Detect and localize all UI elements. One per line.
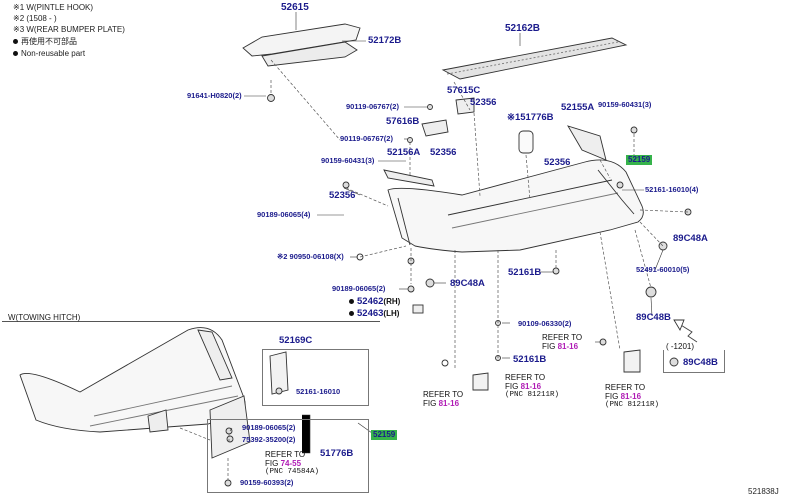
- date-range-label: ( ‐1201): [666, 342, 695, 351]
- legend-note-3: ※3 W(REAR BUMPER PLATE): [13, 25, 125, 34]
- part-52356-c[interactable]: 52356: [329, 190, 356, 201]
- part-52159-highlighted-bottom[interactable]: 52159: [371, 430, 398, 440]
- refer-to-label-1: REFER TO: [542, 333, 583, 342]
- fig-ref-3[interactable]: FIG 81-16: [423, 399, 460, 408]
- part-90950-06108[interactable]: ※2 90950-06108(X): [277, 252, 344, 261]
- legend-note-1: ※1 W(PINTLE HOOK): [13, 3, 94, 12]
- bullet-icon: [13, 51, 18, 57]
- fig-ref-1[interactable]: FIG 81-16: [542, 342, 579, 351]
- bullet-icon: [13, 39, 18, 45]
- part-90189-06065-b[interactable]: 90189-06065(2): [332, 284, 386, 293]
- fig-ref-5[interactable]: FIG 74-55: [265, 459, 302, 468]
- part-91641-h0820[interactable]: 91641-H0820(2): [187, 91, 242, 100]
- part-52615[interactable]: 52615: [281, 2, 309, 13]
- box-51776b: [207, 419, 369, 493]
- part-52356-d[interactable]: 52356: [544, 157, 571, 168]
- illustration-code: 521838J: [748, 487, 779, 496]
- part-52161-16010[interactable]: 52161-16010(4): [645, 185, 699, 194]
- towing-hitch-frame: [2, 321, 380, 492]
- part-51776b-top[interactable]: ※151776B: [507, 112, 554, 123]
- part-90189-06065-c[interactable]: 90189-06065(2): [242, 423, 296, 432]
- pnc-ref-5: (PNC 74584A): [265, 468, 320, 476]
- part-52161b-a[interactable]: 52161B: [508, 267, 542, 278]
- part-52172b[interactable]: 52172B: [368, 35, 402, 46]
- part-52159-highlighted-top[interactable]: 52159: [626, 155, 653, 165]
- part-52462-rh[interactable]: 52462(RH): [349, 297, 400, 307]
- pnc-ref-4: (PNC 81211R): [605, 401, 660, 409]
- part-89c48a-right[interactable]: 89C48A: [673, 233, 708, 244]
- legend-note-2: ※2 (1508 - ): [13, 14, 57, 23]
- part-90159-60431-top[interactable]: 90159-60431(3): [598, 100, 652, 109]
- part-52161-16010-box[interactable]: 52161-16010: [296, 387, 341, 396]
- part-57615c[interactable]: 57615C: [447, 85, 481, 96]
- part-52491-60010[interactable]: 52491-60010(5): [636, 265, 690, 274]
- legend-note-4: 再使用不可部品: [13, 38, 77, 46]
- refer-to-label-5: REFER TO: [265, 450, 306, 459]
- fig-ref-4[interactable]: FIG 81-16: [605, 392, 642, 401]
- legend-note-5: Non-reusable part: [13, 50, 85, 58]
- part-57616b[interactable]: 57616B: [386, 116, 420, 127]
- part-75392-35200[interactable]: 75392-35200(2): [242, 435, 296, 444]
- part-90119-06767-a[interactable]: 90119-06767(2): [346, 102, 399, 111]
- part-90159-60393[interactable]: 90159-60393(2): [240, 478, 294, 487]
- fig-ref-2[interactable]: FIG 81-16: [505, 382, 542, 391]
- part-52155a[interactable]: 52155A: [561, 102, 595, 113]
- part-89c48b[interactable]: 89C48B: [636, 312, 671, 323]
- part-52356-b[interactable]: 52356: [430, 147, 457, 158]
- box-52169c: [262, 349, 369, 406]
- part-90189-06065-a[interactable]: 90189-06065(4): [257, 210, 311, 219]
- pnc-ref-2: (PNC 81211R): [505, 391, 560, 399]
- bullet-icon: [349, 298, 354, 304]
- part-52356-a[interactable]: 52356: [470, 97, 497, 108]
- refer-to-label-3: REFER TO: [423, 390, 464, 399]
- part-89c48a-mid[interactable]: 89C48A: [450, 278, 485, 289]
- part-51776b-bottom[interactable]: 51776B: [320, 448, 354, 459]
- part-90119-06767-b[interactable]: 90119-06767(2): [340, 134, 393, 143]
- refer-to-label-4: REFER TO: [605, 383, 646, 392]
- part-52169c[interactable]: 52169C: [279, 335, 313, 346]
- part-89c48b-box[interactable]: 89C48B: [683, 357, 718, 368]
- refer-to-label-2: REFER TO: [505, 373, 546, 382]
- part-52162b[interactable]: 52162B: [505, 23, 541, 34]
- part-90109-06330[interactable]: 90109-06330(2): [518, 319, 572, 328]
- bullet-icon: [349, 310, 354, 316]
- towing-hitch-label: W(TOWING HITCH): [8, 313, 81, 322]
- box-89c48b: [663, 350, 725, 373]
- part-90159-60431-left[interactable]: 90159-60431(3): [321, 156, 375, 165]
- part-52463-lh[interactable]: 52463(LH): [349, 309, 399, 319]
- part-52161b-b[interactable]: 52161B: [513, 354, 547, 365]
- part-52156a[interactable]: 52156A: [387, 147, 421, 158]
